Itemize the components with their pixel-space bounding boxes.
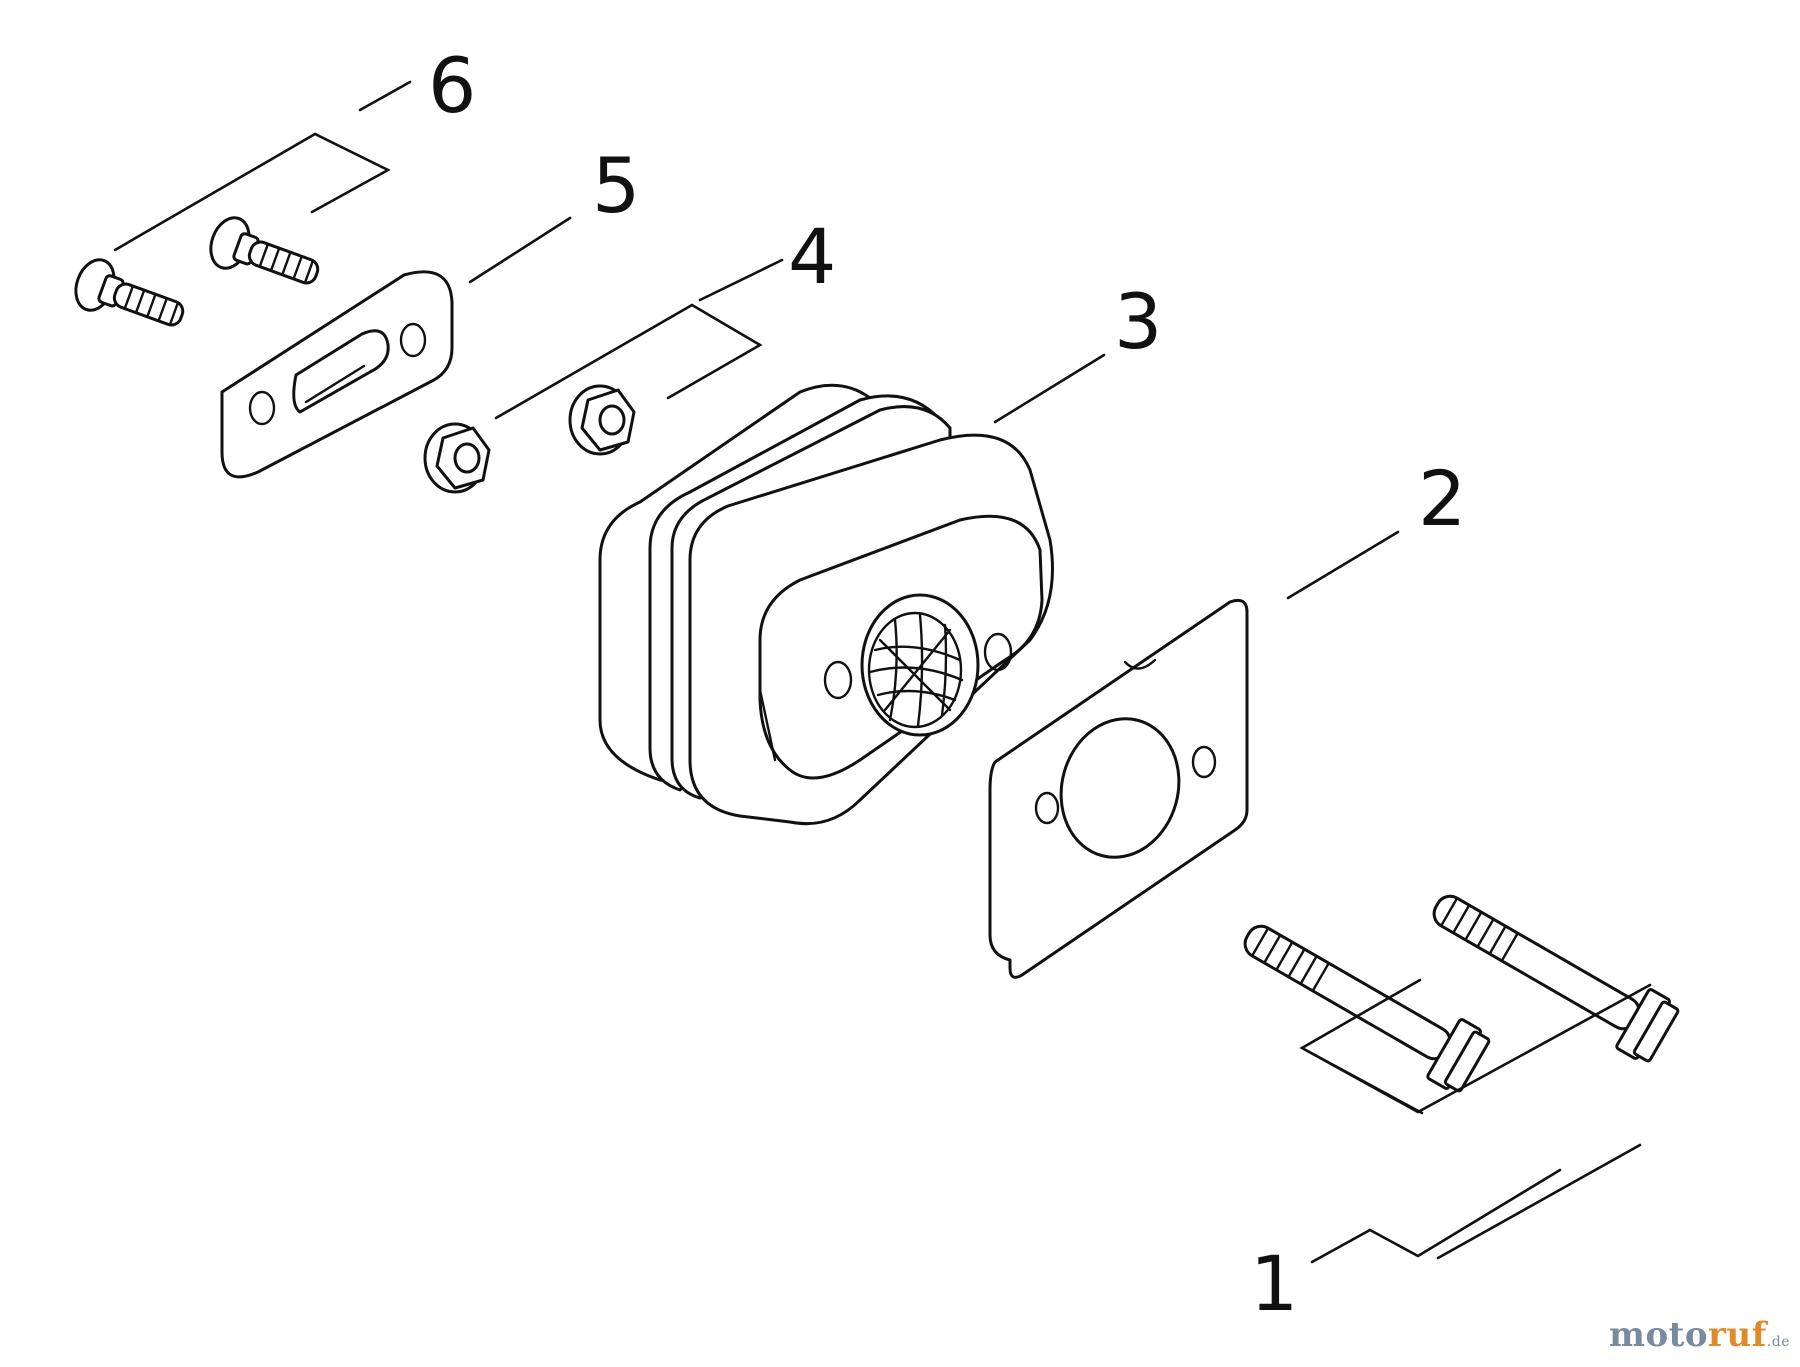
gasket-icon (988, 598, 1249, 979)
callout-6: 6 (428, 41, 476, 130)
callout-2: 2 (1418, 454, 1466, 543)
flange-nut-icon (423, 422, 491, 494)
muffler-icon (598, 383, 1054, 826)
leader-lines (113, 80, 1652, 1264)
watermark-part-c: .de (1766, 1334, 1790, 1350)
callout-4: 4 (788, 212, 836, 301)
screw-icon (74, 258, 185, 327)
callout-3: 3 (1114, 277, 1162, 366)
leader-1 (1299, 978, 1652, 1264)
watermark-part-a: moto (1608, 1315, 1709, 1355)
screw-icon (209, 216, 320, 285)
callout-5: 5 (592, 141, 640, 230)
watermark-part-b: ruf (1708, 1315, 1767, 1355)
leader-6 (113, 80, 412, 252)
long-bolt-icon (1432, 894, 1680, 1063)
leader-2 (1286, 530, 1400, 600)
leader-5 (468, 216, 572, 284)
watermark-logo: motoruf.de (1609, 1315, 1790, 1355)
flange-nut-icon (568, 384, 636, 456)
leader-4 (494, 258, 784, 420)
callout-labels: 6 5 4 3 2 1 (428, 41, 1466, 1328)
long-bolt-icon (1243, 924, 1491, 1093)
callout-1: 1 (1250, 1239, 1298, 1328)
leader-3 (993, 353, 1106, 424)
muffler-plate-icon (220, 270, 454, 479)
